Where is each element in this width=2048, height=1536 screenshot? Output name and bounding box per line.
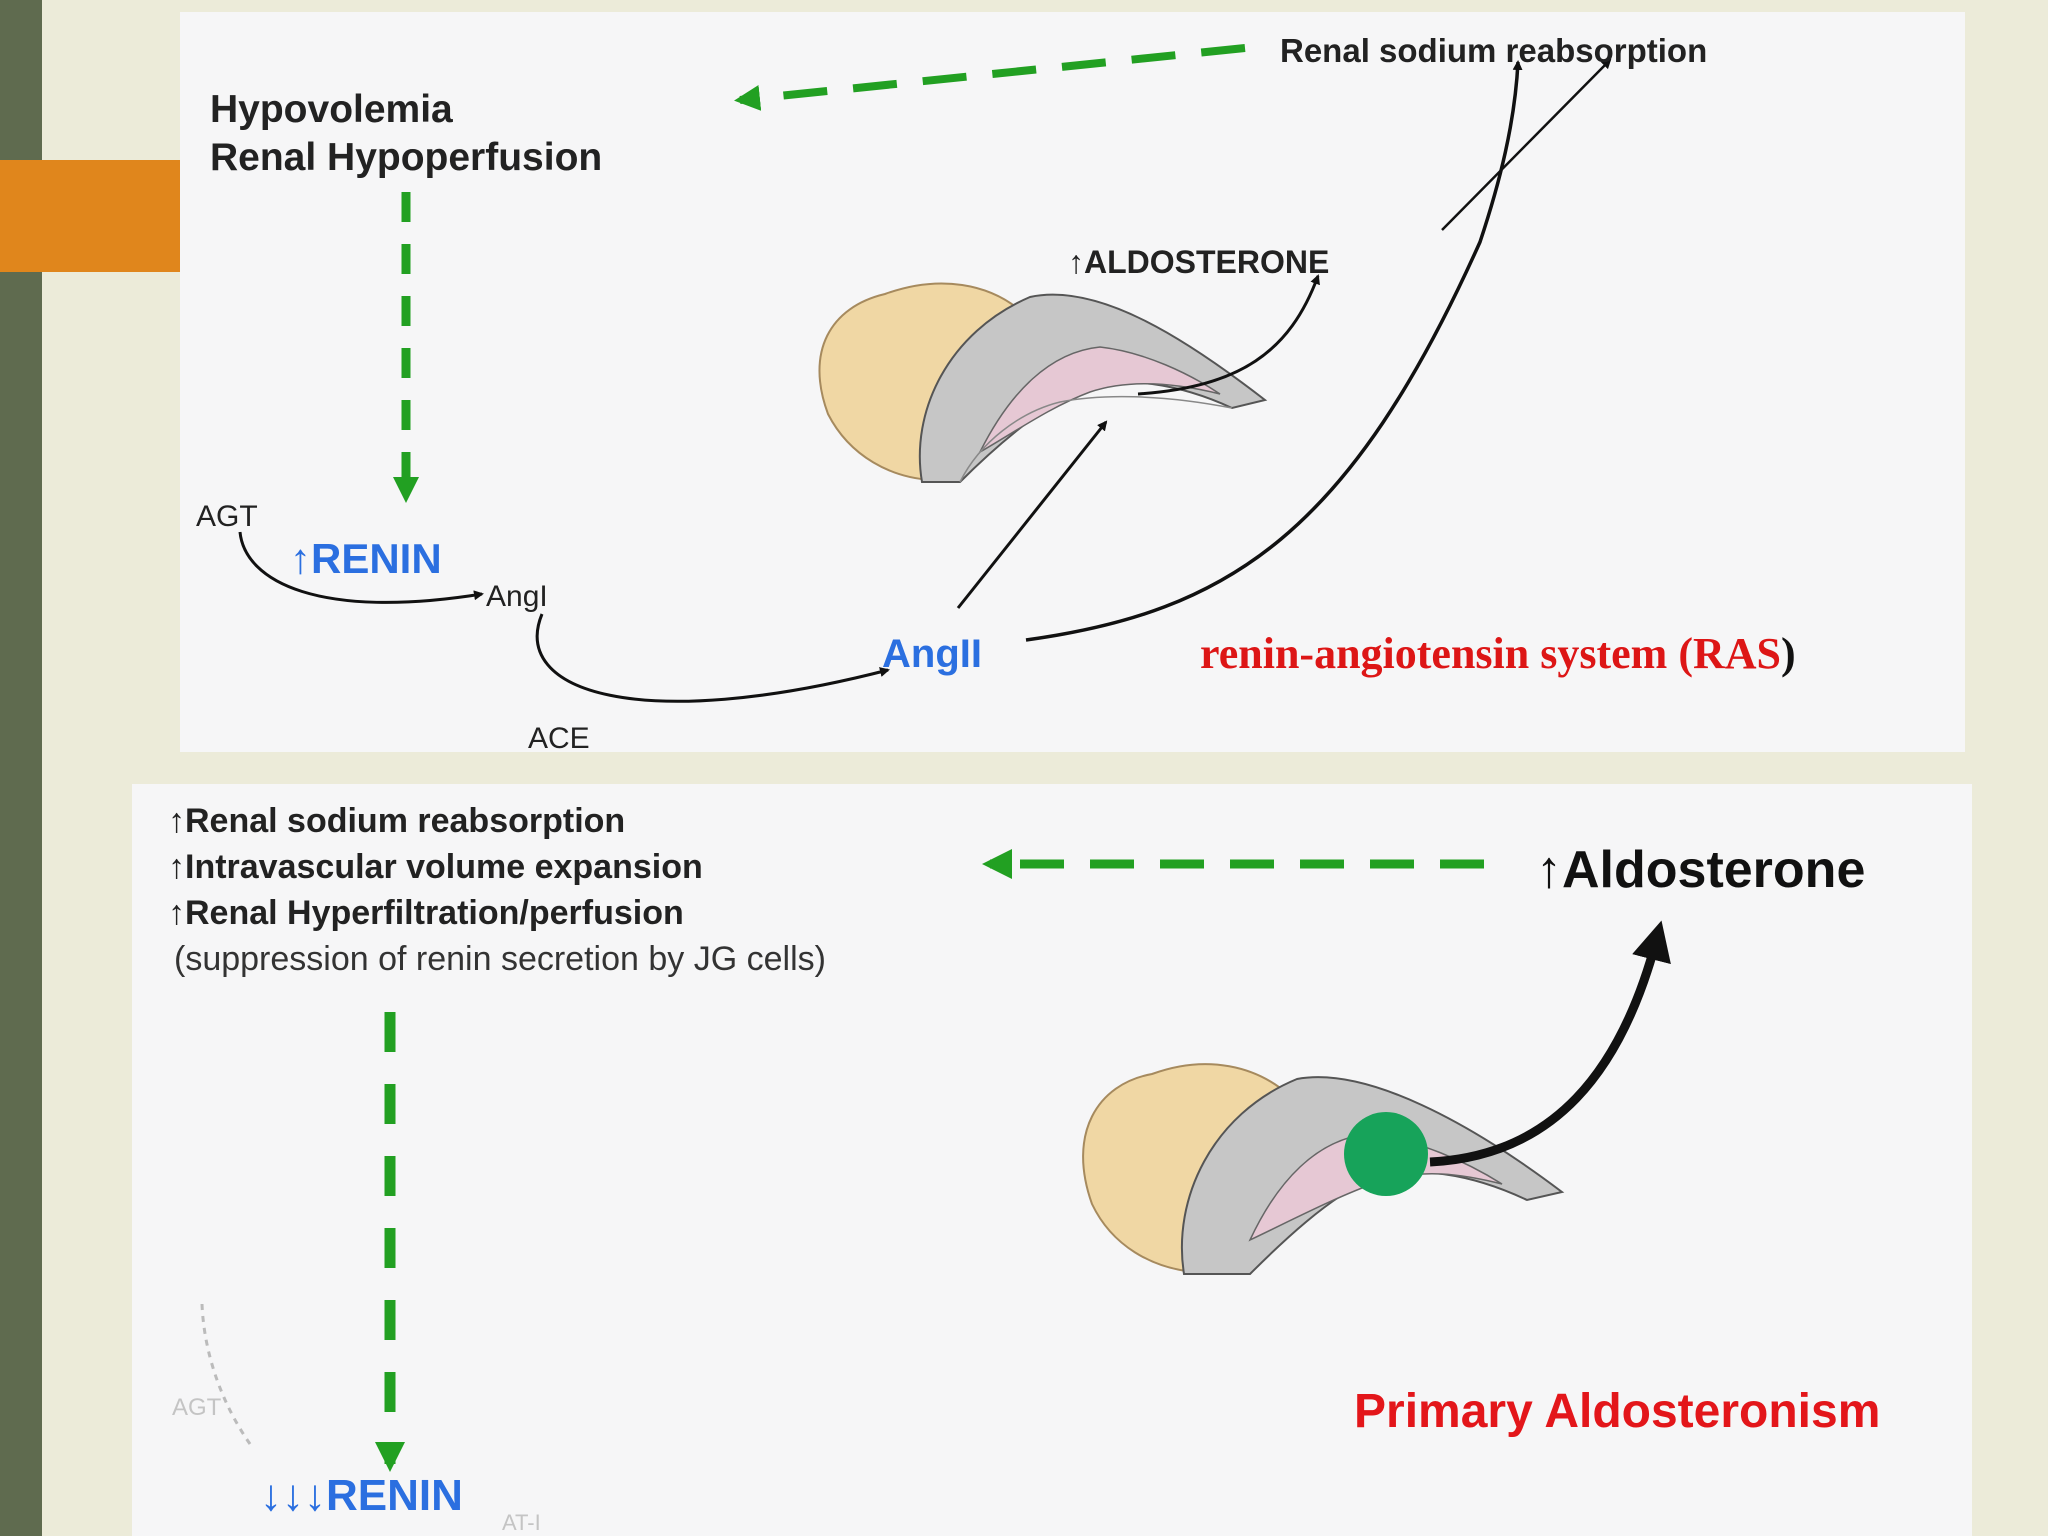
renal-hypoperfusion-label: Renal Hypoperfusion: [210, 136, 603, 179]
primary-aldosteronism-title: Primary Aldosteronism: [1354, 1385, 1881, 1438]
primary-aldosteronism-panel: ↑Renal sodium reabsorption ↑Intravascula…: [132, 784, 1972, 1536]
aldosterone-label: ↑ALDOSTERONE: [1068, 244, 1330, 280]
primary-aldosteronism-graphics: [200, 849, 1671, 1472]
ras-title-paren: ): [1781, 629, 1796, 678]
adenoma-nodule: [1344, 1112, 1428, 1196]
aldosterone-label-large: ↑Aldosterone: [1536, 841, 1866, 899]
faint-at-label: AT-I: [502, 1510, 541, 1535]
adrenal-gland-illustration: [818, 282, 1268, 483]
arrow-agt-to-angi: [238, 531, 484, 604]
arrow-adenoma-to-aldosterone: [1429, 920, 1671, 1167]
arrow-adrenal-to-aldosterone: [1137, 274, 1320, 396]
hypovolemia-label: Hypovolemia: [210, 88, 453, 131]
feedback-arrow-horizontal: [734, 44, 1246, 111]
slide-orange-accent: [0, 160, 200, 272]
ras-diagram-panel: Renal sodium reabsorption Hypovolemia Re…: [180, 12, 1965, 752]
effect-renal-sodium: ↑Renal sodium reabsorption: [168, 802, 626, 840]
ras-diagram-graphics: [238, 44, 1612, 703]
angii-label: AngII: [882, 632, 982, 676]
effect-volume-expansion: ↑Intravascular volume expansion: [168, 848, 703, 886]
angi-label: AngI: [486, 580, 548, 613]
ras-title: renin-angiotensin system (RAS): [1200, 632, 1796, 676]
agt-label: AGT: [196, 500, 258, 533]
effect-hyperfiltration: ↑Renal Hyperfiltration/perfusion: [168, 894, 684, 932]
renal-sodium-label: Renal sodium reabsorption: [1280, 32, 1708, 69]
adrenal-gland-adenoma-illustration: [1082, 1063, 1565, 1275]
arrow-angi-to-angii: [535, 613, 890, 703]
arrow-angii-to-sodium: [1025, 60, 1523, 642]
faint-agt-label: AGT: [172, 1394, 222, 1421]
ace-label: ACE: [528, 722, 590, 753]
suppression-note: (suppression of renin secretion by JG ce…: [174, 940, 826, 978]
renin-suppressed-label: ↓↓↓RENIN: [260, 1471, 463, 1520]
renin-label: ↑RENIN: [290, 535, 442, 582]
faint-agt-arc: [200, 1303, 252, 1445]
arrow-aldosterone-to-sodium: [1441, 58, 1612, 231]
arrow-angii-to-adrenal: [956, 420, 1108, 609]
ras-title-text: renin-angiotensin system (RAS: [1200, 629, 1782, 678]
